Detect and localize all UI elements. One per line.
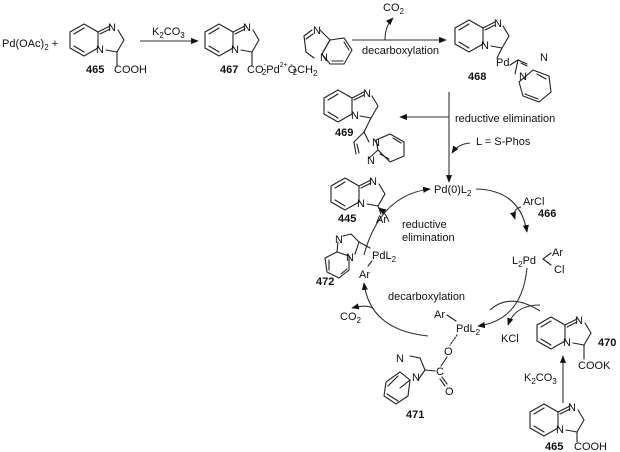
compound-label-472: 472 (316, 276, 334, 288)
atom-N: N (494, 18, 502, 30)
ar-label: Ar (359, 269, 370, 281)
atom-N: N (231, 44, 239, 56)
ar-label: Ar (434, 309, 445, 321)
atom-N: N (372, 137, 380, 149)
carboxylate-entry-arrow (489, 300, 541, 312)
compound-465-structure-bottom (529, 403, 585, 443)
compound-label-468: 468 (468, 71, 486, 83)
atom-N: N (396, 353, 404, 365)
atom-N: N (351, 110, 359, 122)
arcl-label: ArCl (523, 196, 544, 208)
co2-release-arrow (351, 303, 375, 310)
atom-N: N (367, 155, 375, 167)
compound-467-second-ring (303, 29, 353, 65)
atom-N: N (363, 88, 371, 100)
pd0l2-label: Pd(0)L2 (434, 184, 472, 198)
cooh-label: COOH (574, 441, 607, 452)
cycle-arrow-transmetalation (477, 267, 528, 329)
arcl-addition-arrow (510, 206, 522, 220)
atom-N: N (575, 315, 583, 327)
compound-465-structure (69, 23, 125, 67)
compound-472-structure (324, 233, 371, 279)
atom-N: N (313, 25, 321, 37)
compound-label-466: 466 (538, 208, 556, 220)
atom-N: N (357, 198, 365, 210)
compound-label-469: 469 (335, 127, 353, 139)
pd-label: Pd (496, 57, 509, 69)
co2-label: CO2 (383, 2, 405, 16)
compound-468-structure (454, 19, 552, 103)
atom-N: N (412, 372, 420, 384)
atom-N: N (556, 424, 564, 436)
step-label-elimination: elimination (402, 232, 455, 244)
atom-N: N (320, 52, 328, 64)
kcl-release-arrow (507, 304, 541, 326)
compound-label-471: 471 (406, 409, 424, 421)
o-label: O (444, 346, 453, 358)
pdl2-label-472: PdL2 (372, 250, 397, 264)
cycle-arrow-reductive-elimination (363, 186, 431, 256)
atom-N: N (346, 252, 354, 264)
ligand-note: L = S-Phos (476, 136, 531, 148)
compound-471-structure (383, 355, 426, 405)
compound-label-467: 467 (220, 64, 238, 76)
k2co3-label: K2CO3 (152, 26, 185, 40)
atom-N: N (108, 22, 116, 34)
compound-445-structure (330, 177, 386, 215)
ar-label: Ar (376, 214, 387, 226)
atom-N: N (540, 52, 548, 64)
compound-469-structure (323, 89, 405, 163)
product-445-arrow (378, 207, 390, 223)
atom-N: N (568, 402, 576, 414)
pd-oac2-label: Pd(OAc)2 + (2, 38, 58, 52)
pd-carboxylate-label: CO-2Pd2+O-2CH2 (247, 62, 318, 78)
l2pd-ar-cl-complex: L2Pd (512, 255, 536, 269)
atom-N: N (563, 337, 571, 349)
co2-release-arrow (384, 17, 394, 41)
ar-label: Ar (552, 247, 563, 259)
cooh-label: COOH (114, 64, 147, 76)
step-label-reductive-elimination: reductive elimination (455, 113, 555, 125)
co2-label: CO2 (340, 311, 362, 325)
step-label-reductive: reductive (402, 219, 447, 231)
atom-N: N (243, 22, 251, 34)
kcl-label: KCl (501, 333, 519, 345)
compound-label-470: 470 (598, 337, 616, 349)
cook-label: COOK (578, 360, 611, 372)
atom-N: N (369, 176, 377, 188)
cycle-arrow-decarboxylation (361, 282, 429, 337)
step-label-decarboxylation: decarboxylation (388, 291, 465, 303)
k2co3-label: K2CO3 (524, 372, 557, 386)
compound-470-structure (536, 316, 592, 360)
compound-467-structure (204, 23, 260, 67)
pdl2-label-471: PdL2 (456, 323, 481, 337)
cl-label: Cl (554, 264, 564, 276)
c-label: C (436, 366, 444, 378)
step-label-decarboxylation: decarboxylation (362, 45, 439, 57)
compound-label-465: 465 (86, 64, 104, 76)
atom-N: N (519, 71, 527, 83)
atom-N: N (335, 234, 343, 246)
compound-label-445: 445 (338, 213, 356, 225)
cycle-arrow-oxidative-addition (475, 188, 529, 233)
atom-N: N (481, 40, 489, 52)
ligand-addition-arrow (451, 142, 471, 154)
o-label: O (445, 386, 454, 398)
atom-N: N (96, 44, 104, 56)
compound-label-465: 465 (545, 441, 563, 452)
